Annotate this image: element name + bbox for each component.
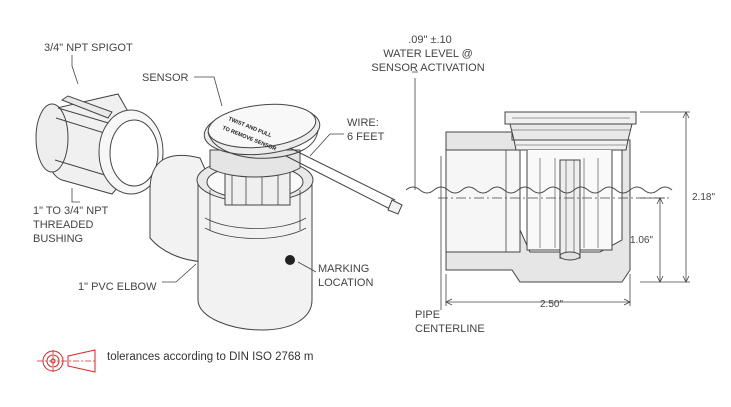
dimension-lines bbox=[412, 71, 690, 310]
marking-location-dot bbox=[285, 255, 295, 265]
bushing-label-line2: THREADED bbox=[33, 219, 94, 231]
spigot-label: 3/4" NPT SPIGOT bbox=[44, 42, 133, 54]
dimension-width-label: 2.50" bbox=[540, 299, 563, 310]
dimension-mid-label: 1.06" bbox=[630, 235, 653, 246]
leader-lines-left bbox=[71, 55, 344, 283]
wire-label-line2: 6 FEET bbox=[347, 131, 385, 143]
marking-label-line2: LOCATION bbox=[318, 277, 373, 289]
water-level-label-line2: SENSOR ACTIVATION bbox=[371, 62, 484, 74]
bushing-label-line3: BUSHING bbox=[33, 233, 83, 245]
water-level-dimension: .09" ±.10 bbox=[408, 34, 452, 46]
wire-label-line1: WIRE: bbox=[347, 117, 379, 129]
bushing-label-line1: 1" TO 3/4" NPT bbox=[33, 205, 109, 217]
sensor-label: SENSOR bbox=[142, 72, 189, 84]
sensor-drawing bbox=[203, 103, 321, 206]
first-angle-projection-icon bbox=[37, 349, 96, 373]
wire-drawing bbox=[285, 147, 403, 215]
isometric-assembly bbox=[35, 93, 403, 331]
marking-label-line1: MARKING bbox=[318, 263, 369, 275]
threaded-bushing-drawing bbox=[35, 93, 164, 195]
pipe-centerline-label-line2: CENTERLINE bbox=[415, 323, 485, 335]
section-view bbox=[405, 111, 673, 283]
pipe-centerline-label-line1: PIPE bbox=[415, 309, 440, 321]
water-level-label-line1: WATER LEVEL @ bbox=[383, 48, 473, 60]
tolerance-note: tolerances according to DIN ISO 2768 m bbox=[107, 351, 314, 363]
dimension-height-label: 2.18" bbox=[692, 192, 715, 203]
elbow-label: 1" PVC ELBOW bbox=[78, 281, 157, 293]
